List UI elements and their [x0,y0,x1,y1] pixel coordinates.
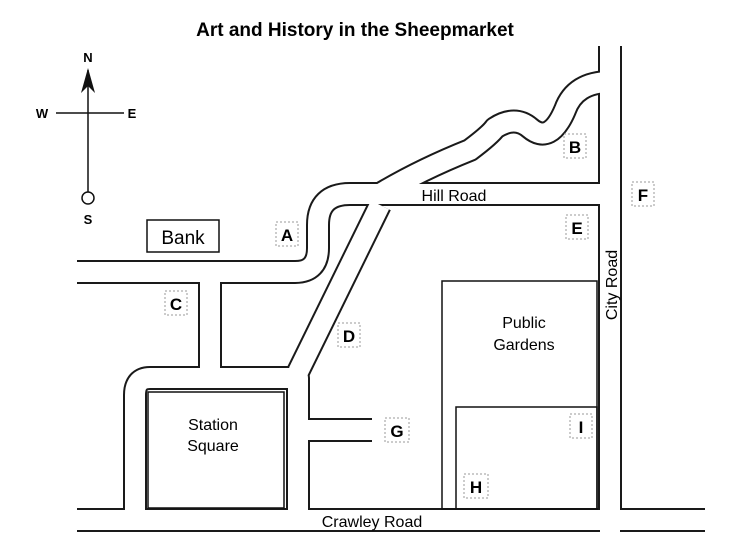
marker-i: I [569,413,593,439]
bank-label: Bank [161,228,205,249]
svg-text:H: H [470,478,482,497]
station-label-1: Station [188,417,238,434]
svg-text:F: F [638,186,648,205]
compass-west: W [36,106,49,121]
compass-east: E [128,106,137,121]
svg-text:A: A [281,226,293,245]
marker-d: D [337,322,361,348]
gardens-inner-block [455,406,598,510]
svg-text:B: B [569,138,581,157]
marker-f: F [631,181,655,207]
svg-text:C: C [170,295,182,314]
map-title: Art and History in the Sheepmarket [196,20,514,41]
svg-text:G: G [390,422,403,441]
svg-text:E: E [571,219,582,238]
hill-road-label: Hill Road [422,188,487,205]
svg-text:D: D [343,327,355,346]
marker-c: C [164,290,188,316]
bank-box [146,219,220,253]
station-square-block [147,391,285,509]
city-road-label: City Road [604,250,621,320]
gardens-label-2: Gardens [493,337,554,354]
marker-g: G [384,417,410,443]
station-label-2: Square [187,438,239,455]
svg-text:I: I [579,418,584,437]
crawley-road-label: Crawley Road [322,514,422,531]
compass-icon: N S E W [36,50,137,227]
marker-a: A [275,221,299,247]
gardens-label-1: Public [502,315,546,332]
marker-e: E [565,214,589,240]
marker-h: H [463,473,489,499]
compass-south: S [84,212,93,227]
road-network [77,46,705,532]
compass-north: N [83,50,92,65]
marker-b: B [563,133,587,159]
